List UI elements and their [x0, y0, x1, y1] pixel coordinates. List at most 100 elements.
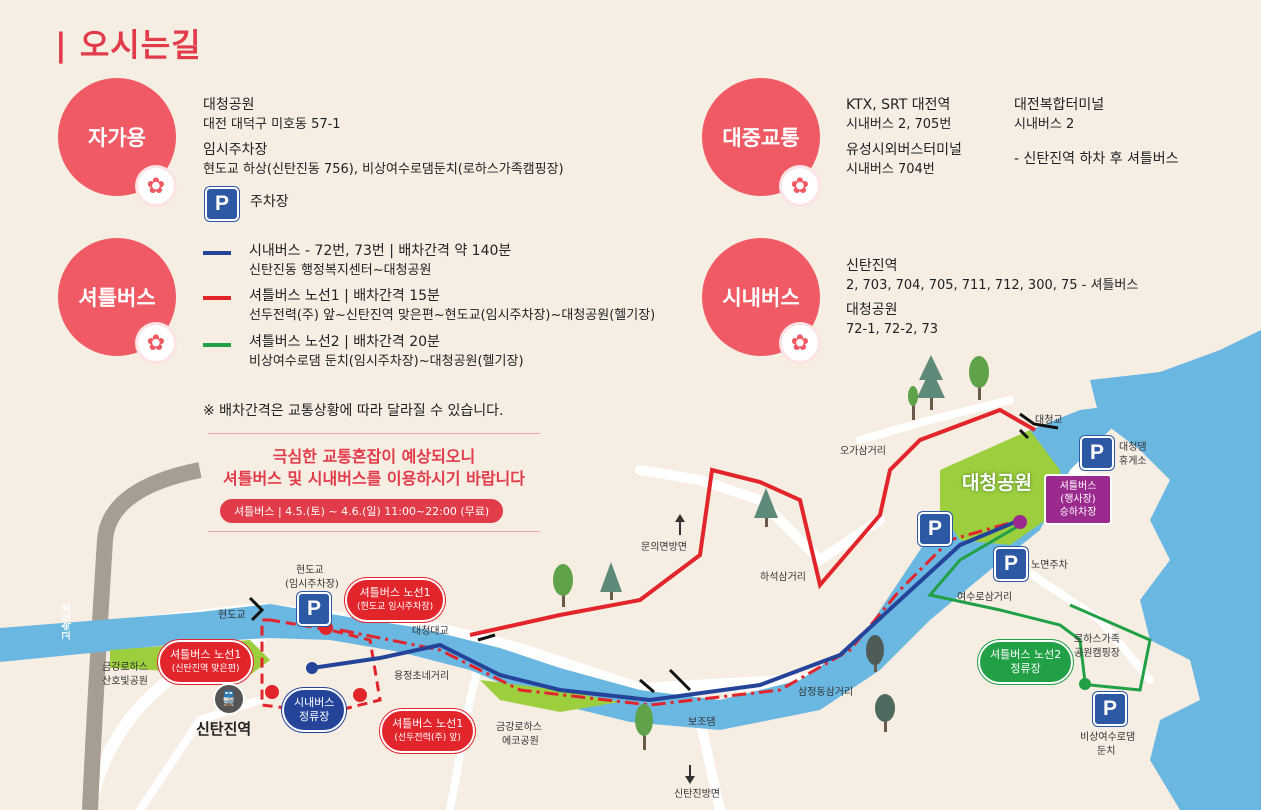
- shuttle-route1-dashed: [260, 618, 382, 714]
- flower-icon: ✿: [138, 325, 174, 361]
- highway-label: 고속도로: [62, 603, 73, 640]
- page-title: | 오시는길: [55, 26, 202, 64]
- public-shuttle-note: - 신탄진역 하차 후 셔틀버스: [1014, 151, 1179, 167]
- sintanjin-station-label: 신탄진역: [196, 720, 252, 738]
- parking-label: 주차장: [250, 194, 289, 210]
- route1-hyeondo-bubble: 셔틀버스 노선1 (현도교 임시주차장): [345, 578, 446, 622]
- geumgang-eco-park: [480, 680, 620, 712]
- lohas-label2: 공원캠핑장: [1074, 648, 1120, 659]
- dam-rest-label2: 휴게소: [1119, 456, 1147, 467]
- shuttle-section-label: 셔틀버스: [78, 286, 156, 310]
- dam-dunchi-label2: 둔치: [1097, 746, 1116, 757]
- shuttle-route1-swatch: [203, 296, 231, 300]
- hyeondogyo-top-label: 현도교: [296, 565, 324, 576]
- hyeondogyo-road-label: 현도교: [218, 610, 246, 621]
- shuttle-line3-route: 비상여수로댐 둔치(임시주차장)~대청공원(헬기장): [249, 354, 524, 369]
- public-yuseong-title: 유성시외버스터미널: [846, 142, 962, 158]
- trees: [553, 355, 989, 750]
- route1-station-bubble: 셔틀버스 노선1 (신탄진역 맞은편): [158, 640, 254, 684]
- park-parking-icon: P: [918, 512, 952, 546]
- geumgang-eco-label1: 금강로하스: [496, 722, 542, 733]
- shuttle-line2-route: 선두전력(주) 앞~신탄진역 맞은편~현도교(임시주차장)~대청공원(헬기장): [249, 308, 656, 323]
- public-terminal-sub: 시내버스 2: [1014, 117, 1075, 132]
- nomyeon-label: 노면주차: [1031, 560, 1068, 571]
- route1-hyeondo-title: 셔틀버스 노선1: [359, 586, 431, 599]
- citybus-section-label: 시내버스: [722, 286, 800, 310]
- daecheong-park-area: [940, 430, 1060, 545]
- car-place1-name: 대청공원: [203, 97, 255, 113]
- notice-divider-bottom: [208, 531, 540, 532]
- citybus-stop-title: 시내버스: [294, 696, 335, 709]
- hyeondogyo-top-label2: (임시주차장): [285, 579, 339, 590]
- flower-icon: ✿: [782, 168, 818, 204]
- dam-dunchi-parking-icon: P: [1093, 692, 1127, 726]
- parking-icon: P: [205, 187, 239, 221]
- shuttle-stop-title: 셔틀버스: [1059, 481, 1097, 492]
- daecheonggyo-label: 대청교: [1035, 415, 1063, 426]
- route1-seondu-bubble: 셔틀버스 노선1 (선두전력(주) 앞): [380, 709, 476, 753]
- samjeong-label: 삼정동삼거리: [798, 687, 854, 698]
- roadside-parking-icon: P: [994, 547, 1028, 581]
- haseok-label: 하석삼거리: [760, 572, 806, 583]
- shuttle-schedule-pill: 셔틀버스 | 4.5.(토) ~ 4.6.(일) 11:00~22:00 (무료…: [220, 499, 504, 523]
- lohas-label1: 로하스가족: [1074, 634, 1120, 645]
- interval-note: ※ 배차간격은 교통상황에 따라 달라질 수 있습니다.: [203, 403, 504, 419]
- flower-icon: ✿: [138, 168, 174, 204]
- public-terminal-title: 대전복합터미널: [1014, 97, 1105, 113]
- dam-rest-parking-icon: P: [1080, 436, 1114, 470]
- route1-seondu-title: 셔틀버스 노선1: [392, 717, 464, 730]
- dam-rest-label1: 대청댐: [1119, 442, 1147, 453]
- geumgang-sanho-label2: 산호빛공원: [102, 676, 148, 687]
- car-section-label: 자가용: [88, 126, 146, 150]
- notice-line1: 극심한 교통혼잡이 예상되오니: [272, 447, 476, 466]
- route2-bubble-sub: 정류장: [1010, 662, 1041, 675]
- shuttle-route2-swatch: [203, 343, 231, 347]
- geumgang-eco-label2: 에코공원: [502, 736, 539, 747]
- citybus-line-swatch: [203, 251, 231, 255]
- yongjeong-label: 용정초네거리: [394, 671, 450, 682]
- shuttle-line2-title: 셔틀버스 노선1 | 배차간격 15분: [249, 288, 440, 304]
- flower-icon: ✿: [782, 325, 818, 361]
- yeosuro-label: 여수로삼거리: [957, 592, 1013, 603]
- shuttle-route2-stop-bubble: 셔틀버스 노선2 정류장: [978, 640, 1074, 684]
- lake: [1090, 330, 1261, 810]
- citybus-stop-sub: 정류장: [299, 710, 330, 723]
- car-place2-name: 임시주차장: [203, 142, 268, 158]
- citybus-sintanjin-sub: 2, 703, 704, 705, 711, 712, 300, 75 - 셔틀…: [846, 278, 1139, 293]
- park-name-label: 대청공원: [962, 472, 1032, 494]
- public-transit-label: 대중교통: [722, 126, 800, 150]
- shuttle-route2: [927, 523, 1087, 683]
- citybus-park-sub: 72-1, 72-2, 73: [846, 322, 939, 337]
- notice-line2: 셔틀버스 및 시내버스를 이용하시기 바랍니다: [223, 469, 525, 488]
- dam-dunchi-label1: 비상여수로댐: [1080, 732, 1136, 743]
- notice-divider-top: [208, 433, 540, 434]
- daecheongdaegyo-label: 대청대교: [412, 626, 449, 637]
- shuttle-route1-solid: [469, 407, 1036, 637]
- shuttle-event-stop: 셔틀버스 (행사장) 승하차장: [1044, 474, 1112, 525]
- citybus-sintanjin-title: 신탄진역: [846, 258, 898, 274]
- public-yuseong-sub: 시내버스 704번: [846, 162, 935, 177]
- shuttle-line1-title: 시내버스 - 72번, 73번 | 배차간격 약 140분: [249, 243, 512, 259]
- shuttle-stop-sub2: 승하차장: [1059, 507, 1097, 518]
- munui-label: 문의면방면: [641, 542, 687, 553]
- route1-station-sub: (신탄진역 맞은편): [171, 664, 240, 674]
- citybus-route: [311, 518, 1021, 703]
- hyeondogyo-parking-icon: P: [297, 592, 331, 626]
- sintanjin-direction-label: 신탄진방면: [674, 789, 720, 800]
- geumgang-sanho-label1: 금강로하스: [102, 662, 148, 673]
- route1-seondu-sub: (선두전력(주) 앞): [394, 733, 461, 743]
- public-ktx-title: KTX, SRT 대전역: [846, 97, 951, 113]
- shuttle-line3-title: 셔틀버스 노선2 | 배차간격 20분: [249, 334, 440, 350]
- car-place2-addr: 현도교 하상(신탄진동 756), 비상여수로댐둔치(로하스가족캠핑장): [203, 162, 564, 177]
- train-station-icon: 🚆: [213, 683, 245, 715]
- ogasamgeori-label: 오가삼거리: [840, 446, 886, 457]
- shuttle-route1-dashdot: [339, 518, 1021, 707]
- shuttle-line1-route: 신탄진동 행정복지센터~대청공원: [249, 263, 432, 278]
- public-ktx-sub: 시내버스 2, 705번: [846, 117, 952, 132]
- car-place1-addr: 대전 대덕구 미호동 57-1: [203, 117, 341, 132]
- route1-hyeondo-sub: (현도교 임시주차장): [357, 602, 434, 612]
- citybus-stop-bubble: 시내버스 정류장: [282, 688, 347, 732]
- bojo-label: 보조댐: [688, 717, 716, 728]
- route1-station-title: 셔틀버스 노선1: [170, 648, 242, 661]
- route2-bubble-title: 셔틀버스 노선2: [990, 648, 1062, 661]
